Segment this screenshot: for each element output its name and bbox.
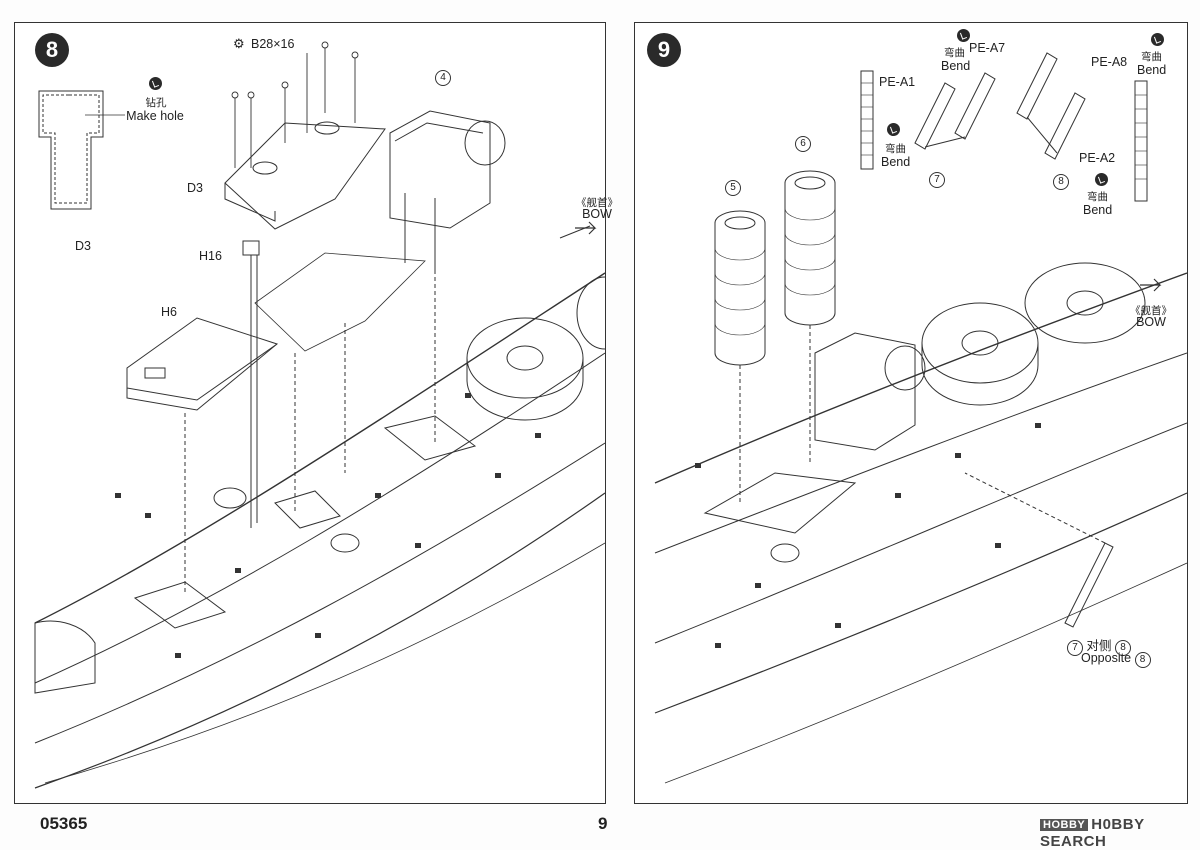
pe-a2-label: PE-A2 xyxy=(1079,151,1116,165)
bow-arrow-left xyxy=(575,221,597,235)
bolt-icon: ⚙ xyxy=(233,36,245,51)
product-code: 05365 xyxy=(40,814,88,833)
d3-deckhouse xyxy=(224,122,386,230)
drill-label-en: Make hole xyxy=(126,109,184,123)
bend-icon xyxy=(957,29,970,42)
bend-label-en-a2: Bend xyxy=(1083,203,1113,217)
part-label-h16: H16 xyxy=(199,249,222,263)
opposite-label-en: Opposite 8 xyxy=(1081,651,1151,668)
step-9-badge: 9 xyxy=(647,33,681,67)
bow-label-cn-right: 《舰首》 xyxy=(1130,305,1172,317)
drill-icon xyxy=(149,77,162,90)
bow-label-en-left: BOW xyxy=(582,207,612,221)
part-label-d3-detail: D3 xyxy=(75,239,91,253)
barbette-right-2 xyxy=(1024,262,1146,344)
watermark-logo: HOBBY xyxy=(1040,819,1089,832)
bend-label-cn-a7: 弯曲 xyxy=(944,47,965,59)
funnel-5 xyxy=(714,210,766,366)
ship-hull-right xyxy=(654,272,1187,484)
bridge-tower-right xyxy=(814,332,916,451)
ship-hull-left xyxy=(34,272,605,624)
callout-5: 5 xyxy=(725,179,741,196)
pe-a7-ladder xyxy=(914,72,996,150)
bend-icon xyxy=(887,123,900,136)
part-label-d3: D3 xyxy=(187,181,203,195)
barbette-left xyxy=(466,317,584,399)
bridge-tower xyxy=(389,110,491,229)
bend-icon xyxy=(1151,33,1164,46)
h6-part xyxy=(126,317,279,411)
drill-label-cn: 钻孔 xyxy=(145,97,167,109)
d3-detail-outline xyxy=(38,90,104,210)
bend-label-en-a7: Bend xyxy=(941,59,971,73)
pe-a8-label: PE-A8 xyxy=(1091,55,1128,69)
step-8-badge: 8 xyxy=(35,33,69,67)
barbette-right-1 xyxy=(921,302,1039,384)
bend-label-en-a1: Bend xyxy=(881,155,911,169)
bow-arrow-right xyxy=(1140,278,1162,292)
bend-label-cn-a2: 弯曲 xyxy=(1087,191,1108,203)
bow-label-cn-left: 《舰首》 xyxy=(576,197,618,209)
bend-label-cn-a8: 弯曲 xyxy=(1141,51,1162,63)
step-8-panel: 8 xyxy=(14,22,618,804)
pe-a7-label: PE-A7 xyxy=(969,41,1006,55)
bend-icon xyxy=(1095,173,1108,186)
pe-a1-label: PE-A1 xyxy=(879,75,916,89)
step-8-drawing xyxy=(34,41,605,789)
pe-a1-strip xyxy=(860,70,874,170)
d3-detail-inner xyxy=(42,94,100,204)
pe-a2-strip xyxy=(1134,80,1148,202)
bend-label-cn-a1: 弯曲 xyxy=(885,143,906,155)
page-number: 9 xyxy=(598,814,608,833)
callout-6: 6 xyxy=(795,135,811,152)
pe-a8-ladder xyxy=(1016,52,1086,160)
opposite-ladder xyxy=(1064,542,1114,628)
part-label-h6: H6 xyxy=(161,305,177,319)
callout-8: 8 xyxy=(1053,173,1069,190)
fastener-label: B28×16 xyxy=(251,37,295,51)
funnel-6 xyxy=(784,170,836,326)
bend-label-en-a8: Bend xyxy=(1137,63,1167,77)
h16-part xyxy=(242,240,260,256)
opposite-label-cn: 7 对侧 8 xyxy=(1067,635,1131,656)
step-9-panel: 9 xyxy=(634,22,1188,804)
bow-label-en-right: BOW xyxy=(1136,315,1166,329)
callout-4: 4 xyxy=(435,69,451,86)
step-9-drawing xyxy=(654,52,1187,784)
callout-7: 7 xyxy=(929,171,945,188)
